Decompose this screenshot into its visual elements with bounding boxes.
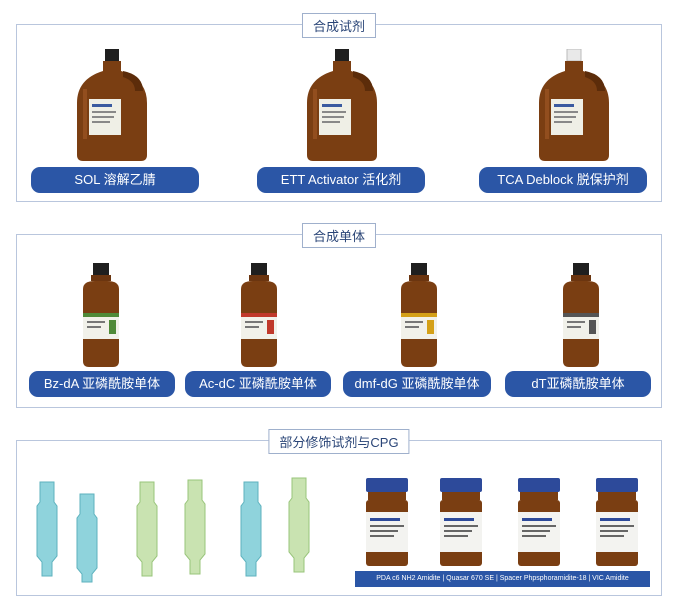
- cpg-columns-image: [30, 472, 330, 584]
- panel-title: 合成单体: [301, 223, 377, 248]
- panel-synthesis-reagents: 合成试剂: [16, 13, 662, 202]
- modified-reagent-vials-image: [358, 474, 648, 570]
- panel-title: 部分修饰试剂与CPG: [268, 429, 410, 454]
- product-image-dmf-dg-bottle: [397, 263, 441, 367]
- product-image-bz-da-bottle: [79, 263, 123, 367]
- product-label-ett[interactable]: ETT Activator 活化剂: [257, 167, 425, 193]
- product-image-sol-bottle: [77, 49, 147, 161]
- modified-reagents-caption-strip: PDA c6 NH2 Amidite | Quasar 670 SE | Spa…: [355, 571, 650, 587]
- panel-title: 合成试剂: [301, 13, 377, 38]
- product-image-dt-bottle: [559, 263, 603, 367]
- product-image-ac-dc-bottle: [237, 263, 281, 367]
- product-label-sol[interactable]: SOL 溶解乙腈: [31, 167, 199, 193]
- panel-synthesis-monomers: 合成单体: [16, 223, 662, 408]
- product-image-ett-bottle: [307, 49, 377, 161]
- product-label-tca[interactable]: TCA Deblock 脱保护剂: [479, 167, 647, 193]
- product-label-dmf-dg[interactable]: dmf-dG 亚磷酰胺单体: [343, 371, 491, 397]
- product-image-tca-bottle: [539, 49, 609, 161]
- product-label-ac-dc[interactable]: Ac-dC 亚磷酰胺单体: [185, 371, 331, 397]
- product-label-dt[interactable]: dT亚磷酰胺单体: [505, 371, 651, 397]
- product-label-bz-da[interactable]: Bz-dA 亚磷酰胺单体: [29, 371, 175, 397]
